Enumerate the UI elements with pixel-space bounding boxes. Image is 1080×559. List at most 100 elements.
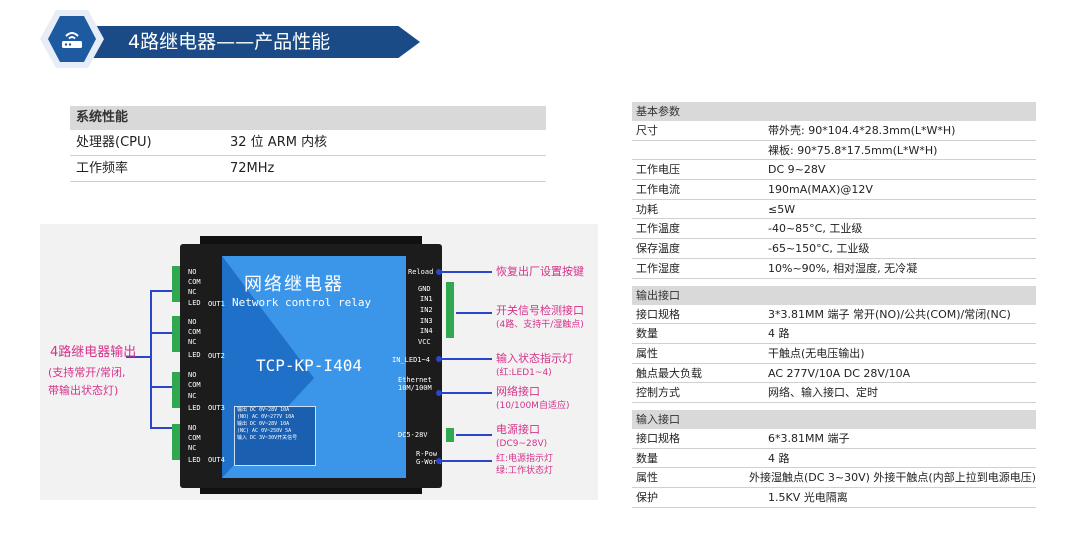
row-value: 带外壳: 90*104.4*28.3mm(L*W*H) — [768, 124, 956, 137]
row-key: 工作温度 — [636, 222, 680, 236]
vcc-label: VCC — [418, 338, 431, 346]
spec-line: 输出 DC 0V~28V 10A — [237, 421, 290, 427]
leader-dot — [436, 356, 442, 362]
status-annotation-green: 绿:工作状态灯 — [496, 466, 554, 476]
leader-dot — [436, 390, 442, 396]
terminal-label: LED — [188, 404, 201, 412]
row-key: 控制方式 — [636, 386, 680, 400]
input-led-annotation: 输入状态指示灯 — [496, 352, 573, 365]
dc-label: DC5-28V — [398, 431, 428, 439]
table-row: 尺寸 带外壳: 90*104.4*28.3mm(L*W*H) — [632, 121, 1036, 141]
input-led-annotation-sub: (红:LED1~4) — [496, 368, 552, 378]
terminal-label: NO — [188, 268, 197, 276]
switch-annotation-sub: (4路、支持干/湿触点) — [496, 320, 584, 330]
row-value: -65~150°C, 工业级 — [768, 242, 870, 256]
leader-line — [150, 427, 172, 429]
device-model: TCP-KP-I404 — [256, 356, 362, 375]
table-row: 裸板: 90*75.8*17.5mm(L*W*H) — [632, 141, 1036, 161]
out-label: OUT3 — [208, 404, 225, 412]
device-title: 网络继电器 — [244, 274, 344, 295]
device-spec-label: 输出 DC 0V~28V 10A (NO) AC 0V~277V 10A 输出 … — [234, 406, 316, 466]
row-key: 工作电流 — [636, 183, 680, 197]
output-terminal-4 — [172, 424, 180, 460]
ethernet-label: Ethernet 10M/100M — [398, 376, 432, 392]
row-key — [632, 141, 768, 160]
rpow-label: R-Pow G-Work — [416, 450, 442, 466]
output-annotation-sub: 带输出状态灯) — [48, 384, 119, 397]
header-bar — [60, 26, 420, 58]
terminal-label: NC — [188, 392, 197, 400]
spec-section-heading: 输出接口 — [632, 285, 1036, 305]
row-key: 功耗 — [636, 202, 658, 216]
terminal-label: NO — [188, 371, 197, 379]
leader-line — [440, 460, 492, 462]
table-row: 工作温度 -40~85°C, 工业级 — [632, 219, 1036, 240]
output-terminal-3 — [172, 372, 180, 408]
terminal-label: COM — [188, 278, 201, 286]
terminal-label: LED — [188, 351, 201, 359]
spec-line: 输出 DC 0V~28V 10A — [237, 407, 290, 413]
table-row: 保存温度 -65~150°C, 工业级 — [632, 239, 1036, 259]
row-value: 外接湿触点(DC 3~30V) 外接干触点(内部上拉到电源电压) — [748, 471, 1036, 485]
table-row: 功耗 ≤5W — [632, 200, 1036, 220]
out-label: OUT2 — [208, 352, 225, 360]
section-gap — [632, 279, 1036, 286]
row-key: 接口规格 — [636, 431, 680, 445]
device-mount-top — [200, 236, 422, 246]
terminal-label: NC — [188, 338, 197, 346]
row-key: 触点最大负载 — [636, 366, 702, 380]
leader-line — [150, 332, 172, 334]
spec-line: (NO) AC 0V~277V 10A — [237, 414, 295, 420]
output-annotation: 4路继电器输出 — [50, 345, 137, 360]
row-value: 4 路 — [768, 451, 790, 465]
row-value: ≤5W — [768, 202, 796, 216]
in4-label: IN4 — [420, 327, 433, 335]
spec-line: 输入 DC 3V~30V开关信号 — [237, 435, 298, 441]
row-key: 属性 — [636, 346, 658, 360]
row-key: 尺寸 — [636, 124, 658, 137]
row-value: 1.5KV 光电隔离 — [768, 491, 848, 504]
out-label: OUT1 — [208, 300, 225, 308]
output-terminal-2 — [172, 316, 180, 352]
terminal-label: NC — [188, 288, 197, 296]
row-key: 保存温度 — [636, 242, 680, 256]
leader-line — [150, 386, 172, 388]
reload-label: Reload — [408, 268, 434, 276]
leader-line — [150, 290, 172, 292]
table-row: 属性 外接湿触点(DC 3~30V) 外接干触点(内部上拉到电源电压) — [632, 468, 1036, 488]
row-value: 6*3.81MM 端子 — [768, 431, 850, 445]
row-value: 3*3.81MM 端子 常开(NO)/公共(COM)/常闭(NC) — [768, 307, 1011, 321]
row-key: 属性 — [636, 471, 658, 485]
input-terminal — [446, 282, 454, 338]
leader-line — [126, 356, 150, 358]
row-key: 数量 — [636, 451, 658, 465]
in3-label: IN3 — [420, 317, 433, 325]
row-value: DC 9~28V — [768, 163, 826, 177]
row-value: 干触点(无电压输出) — [768, 346, 865, 360]
page-title: 4路继电器——产品性能 — [128, 31, 331, 53]
in2-label: IN2 — [420, 306, 433, 314]
row-key: 工作湿度 — [636, 261, 680, 275]
leader-line — [440, 358, 492, 360]
leader-line — [456, 312, 492, 314]
terminal-label: LED — [188, 456, 201, 464]
row-value: 网络、输入接口、定时 — [768, 386, 878, 400]
frequency-value: 72MHz — [230, 161, 275, 176]
status-annotation-red: 红:电源指示灯 — [496, 454, 554, 464]
row-value: -40~85°C, 工业级 — [768, 222, 863, 236]
switch-annotation: 开关信号检测接口 — [496, 304, 584, 317]
table-row: 控制方式 网络、输入接口、定时 — [632, 383, 1036, 403]
gnd-label: GND — [418, 285, 431, 293]
power-annotation: 电源接口 — [496, 423, 540, 436]
leader-line — [456, 434, 492, 436]
router-icon — [62, 32, 82, 48]
system-table-heading: 系统性能 — [70, 106, 546, 130]
spec-section-heading: 基本参数 — [632, 102, 1036, 121]
power-terminal — [446, 428, 454, 442]
terminal-label: COM — [188, 381, 201, 389]
leader-dot — [436, 269, 442, 275]
leader-line — [440, 271, 492, 273]
